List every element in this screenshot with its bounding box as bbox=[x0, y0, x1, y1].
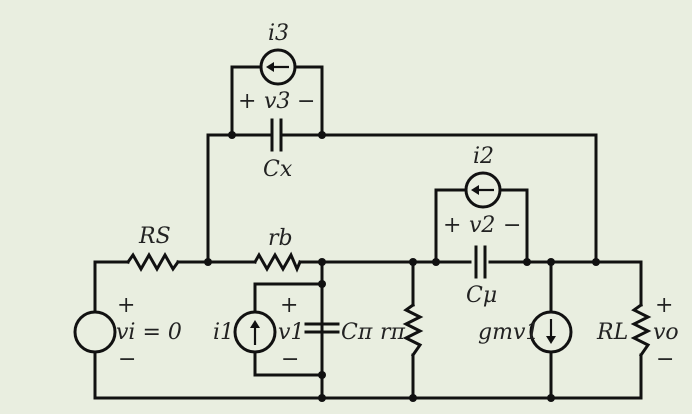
label-vo-plus: + bbox=[655, 293, 673, 318]
cpi-capacitor bbox=[304, 322, 340, 334]
label-rb: rb bbox=[268, 226, 293, 251]
label-rs: RS bbox=[138, 224, 171, 249]
label-v1: v1 bbox=[278, 320, 304, 345]
label-v3: v3 bbox=[264, 89, 290, 114]
label-v2-plus: + bbox=[443, 213, 461, 238]
label-rpi: rπ bbox=[380, 320, 406, 345]
label-v2-minus: − bbox=[503, 213, 521, 238]
rpi-resistor bbox=[402, 302, 424, 358]
label-cx: Cx bbox=[263, 157, 293, 182]
wire-cx-right bbox=[281, 133, 598, 264]
wire-i3-right bbox=[294, 65, 324, 137]
label-i2: i2 bbox=[473, 144, 494, 169]
label-vi-plus: + bbox=[117, 293, 135, 318]
label-vi-eq: vi = 0 bbox=[116, 320, 182, 345]
cx-capacitor bbox=[270, 118, 283, 152]
label-i3: i3 bbox=[268, 21, 289, 46]
label-v3-plus: + bbox=[238, 89, 256, 114]
rb-resistor bbox=[252, 251, 302, 273]
wire-i3-left bbox=[230, 65, 262, 137]
i3-current-source bbox=[259, 48, 297, 86]
label-rl: RL bbox=[596, 320, 628, 345]
i1-current-source bbox=[233, 310, 277, 354]
vi-voltage-source bbox=[73, 310, 117, 354]
label-v1-plus: + bbox=[280, 293, 298, 318]
label-v1-minus: − bbox=[281, 347, 299, 372]
label-gm: gmv1 bbox=[478, 320, 539, 345]
label-vo: vo bbox=[653, 320, 679, 345]
label-v3-minus: − bbox=[297, 89, 315, 114]
wire-i1-lower bbox=[253, 350, 324, 377]
junction-dots bbox=[204, 131, 600, 402]
cmu-capacitor bbox=[474, 245, 487, 279]
label-v2: v2 bbox=[469, 213, 495, 238]
rl-resistor bbox=[630, 302, 652, 358]
wire-i2-left bbox=[434, 188, 467, 264]
label-vo-minus: − bbox=[656, 347, 674, 372]
rs-resistor bbox=[125, 251, 181, 273]
label-cmu: Cμ bbox=[466, 283, 497, 308]
label-i1: i1 bbox=[213, 320, 234, 345]
label-vi-minus: − bbox=[118, 347, 136, 372]
i2-current-source bbox=[464, 171, 502, 209]
wire-cx-left bbox=[206, 133, 272, 264]
label-cpi: Cπ bbox=[341, 320, 373, 345]
gm-current-source bbox=[529, 310, 573, 354]
wire-i2-right bbox=[499, 188, 529, 264]
wires bbox=[93, 65, 643, 400]
